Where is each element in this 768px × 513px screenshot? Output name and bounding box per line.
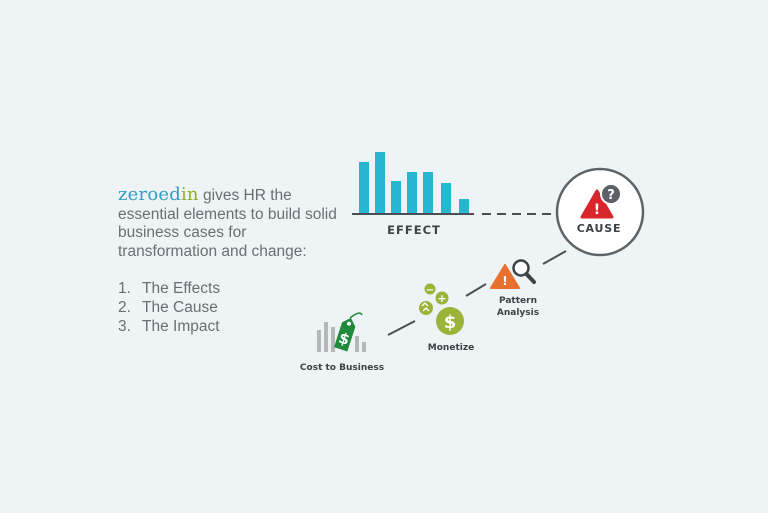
list-item: 3.The Impact bbox=[118, 318, 220, 335]
element-list: 1.The Effects 2.The Cause 3.The Impact bbox=[118, 279, 338, 336]
effect-label: EFFECT bbox=[387, 223, 441, 237]
cause-pattern-connector bbox=[542, 250, 567, 265]
bar-chart-icon bbox=[352, 152, 474, 215]
intro-text: zeroedin gives HR the essential elements… bbox=[118, 184, 338, 336]
cost-label: Cost to Business bbox=[300, 363, 384, 373]
cause-node: ! ? CAUSE bbox=[555, 167, 645, 257]
svg-text:!: ! bbox=[594, 202, 600, 218]
intro-sentence: gives HR the essential elements to build… bbox=[118, 187, 337, 260]
svg-text:$: $ bbox=[336, 329, 351, 349]
price-tag-icon: $ bbox=[317, 312, 366, 352]
svg-text:$: $ bbox=[444, 312, 457, 333]
svg-text:?: ? bbox=[607, 188, 615, 203]
brand-logo: zeroedin bbox=[118, 184, 199, 205]
cause-label: CAUSE bbox=[577, 222, 622, 235]
svg-text:−: − bbox=[426, 285, 434, 296]
warning-magnifier-icon: ! bbox=[490, 259, 536, 289]
monetize-cost-connector bbox=[387, 320, 416, 336]
svg-text:!: ! bbox=[502, 274, 507, 288]
pattern-monetize-connector bbox=[465, 283, 487, 297]
monetize-label: Monetize bbox=[428, 343, 474, 353]
list-item: 1.The Effects bbox=[118, 280, 221, 297]
pattern-label-line1: Pattern bbox=[499, 296, 537, 306]
coins-icon: − + $ bbox=[419, 283, 464, 335]
list-item: 2.The Cause bbox=[118, 299, 218, 316]
warning-question-icon: ! ? bbox=[580, 183, 622, 219]
svg-text:+: + bbox=[437, 292, 446, 305]
pattern-label-line2: Analysis bbox=[497, 308, 539, 318]
